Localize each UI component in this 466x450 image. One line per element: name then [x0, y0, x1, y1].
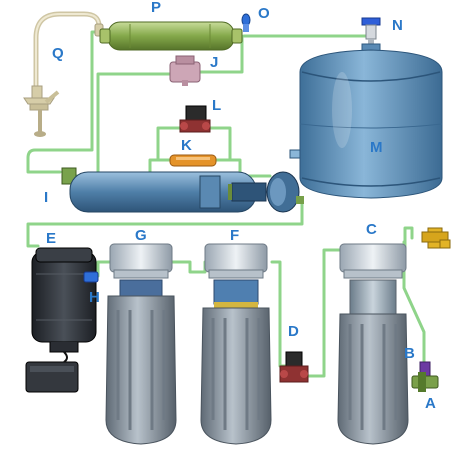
filter-housing-f — [200, 243, 272, 445]
brass-valve — [421, 227, 451, 249]
tube-d-to-c — [304, 248, 342, 378]
tube-pump-to-g — [96, 260, 112, 278]
tube-membrane-to-pump — [26, 198, 304, 248]
inlet-adapter-a — [411, 372, 439, 392]
label-b: B — [404, 345, 415, 362]
tube-restrictor-right — [206, 126, 232, 162]
tube-faucet-feed — [26, 30, 101, 174]
filter-housing-c — [337, 243, 409, 445]
booster-pump-e — [25, 247, 97, 393]
tube-solenoid-to-post — [196, 34, 244, 74]
label-h: H — [89, 289, 100, 306]
label-n: N — [392, 17, 403, 34]
label-e: E — [46, 230, 57, 247]
label-j: J — [210, 54, 219, 71]
post-filter-p — [99, 21, 243, 51]
label-m: M — [370, 139, 383, 156]
tube-f-to-d — [270, 260, 288, 368]
check-valve-o — [241, 13, 251, 32]
tube-membrane-to-solenoid — [96, 72, 172, 180]
membrane-housing-i — [61, 167, 304, 213]
faucet-q — [23, 11, 104, 137]
label-q: Q — [52, 45, 64, 62]
tube-g-to-f — [170, 260, 207, 274]
label-g: G — [135, 227, 147, 244]
label-p: P — [151, 0, 162, 16]
label-c: C — [366, 221, 377, 238]
label-o: O — [258, 5, 270, 22]
storage-tank-m — [289, 43, 443, 199]
label-f: F — [230, 227, 240, 244]
label-i: I — [44, 189, 49, 206]
tank-valve-n — [361, 17, 381, 47]
label-k: K — [181, 137, 192, 154]
inlet-fitting-h — [83, 271, 99, 283]
valve-d — [279, 351, 309, 383]
label-d: D — [288, 323, 299, 340]
tube-c-to-b — [403, 226, 414, 252]
label-l: L — [212, 97, 222, 114]
label-a: A — [425, 395, 436, 412]
flow-restrictor-k — [169, 154, 217, 167]
solenoid-valve-j — [169, 55, 201, 86]
shutoff-valve-l — [179, 105, 211, 133]
filter-housing-g — [105, 243, 177, 445]
tube-restrictor-upper — [156, 126, 182, 162]
